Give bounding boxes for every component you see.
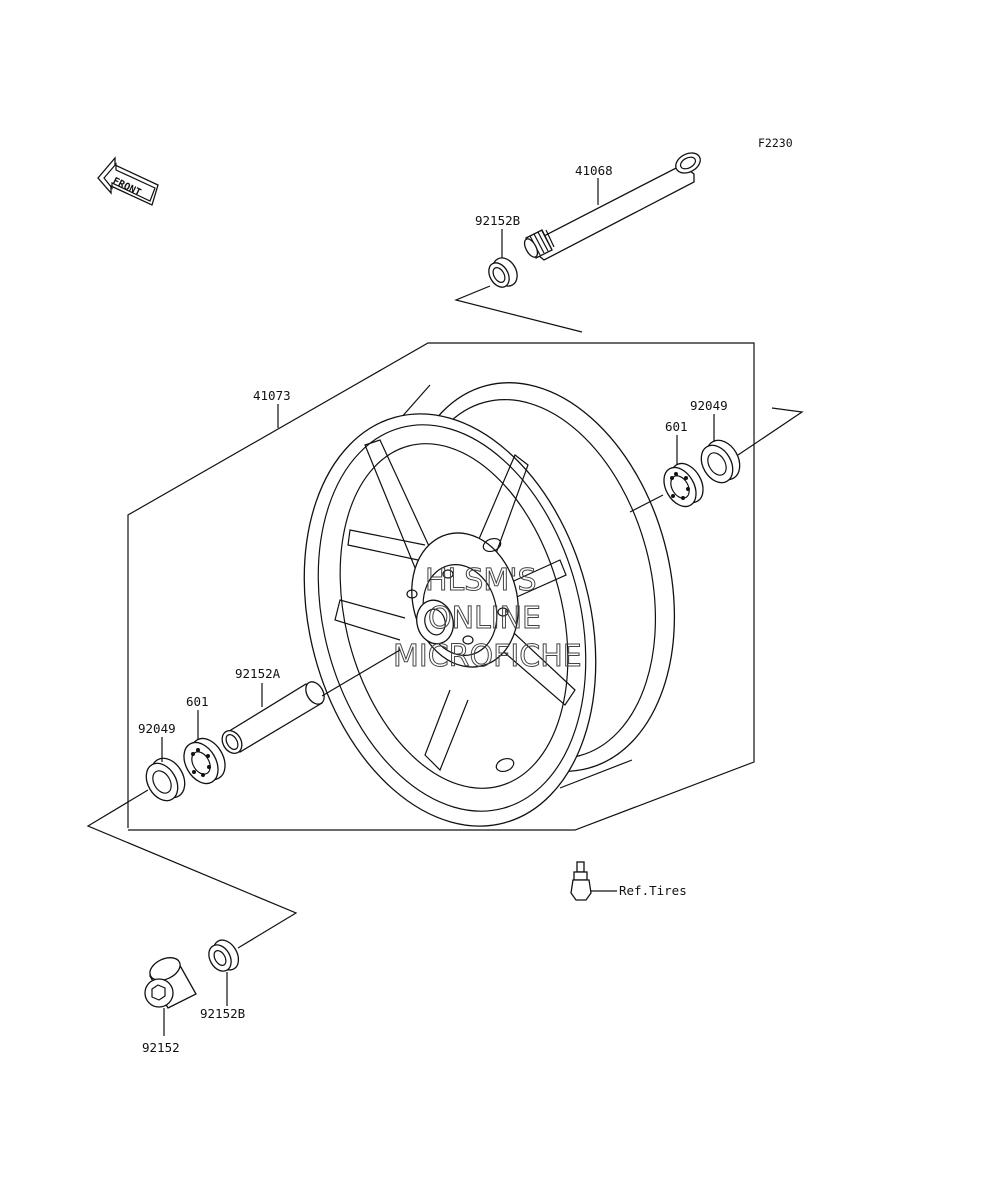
seal-left[interactable] [140,752,192,806]
collar-bottom[interactable] [204,936,243,975]
callout-axle: 41068 [575,163,613,178]
front-wheel[interactable] [260,352,715,859]
watermark-line-2: ONLINE [428,601,541,636]
callout-bearing-left: 601 [186,694,209,709]
axle[interactable] [522,149,704,261]
callout-collar-hex: 92152 [142,1040,180,1055]
tire-valve-icon[interactable] [570,861,592,901]
callout-collar-bottom: 92152B [200,1006,245,1021]
watermark-line-3: MICROFICHE [393,639,582,674]
bearing-left[interactable] [177,732,232,789]
figure-code: F2230 [758,136,793,150]
callout-collar-top: 92152B [475,213,520,228]
wheel-assembly-frame [127,342,755,831]
watermark-line-1: HLSM'S [425,563,537,598]
collar-hex[interactable] [144,953,197,1009]
callout-wheel: 41073 [253,388,291,403]
watermark: HLSM'S ONLINE MICROFICHE [393,563,583,675]
collar-top[interactable] [485,254,522,291]
callout-seal-left: 92049 [138,721,176,736]
callout-seal-right: 92049 [690,398,728,413]
distance-spacer[interactable] [218,679,328,757]
callout-valve: Ref.Tires [619,883,687,898]
seal-right[interactable] [695,434,747,488]
front-direction-arrow-icon: FRONT [97,156,159,206]
callout-bearing-right: 601 [665,419,688,434]
bearing-right[interactable] [657,458,709,512]
callout-spacer: 92152A [235,666,281,681]
